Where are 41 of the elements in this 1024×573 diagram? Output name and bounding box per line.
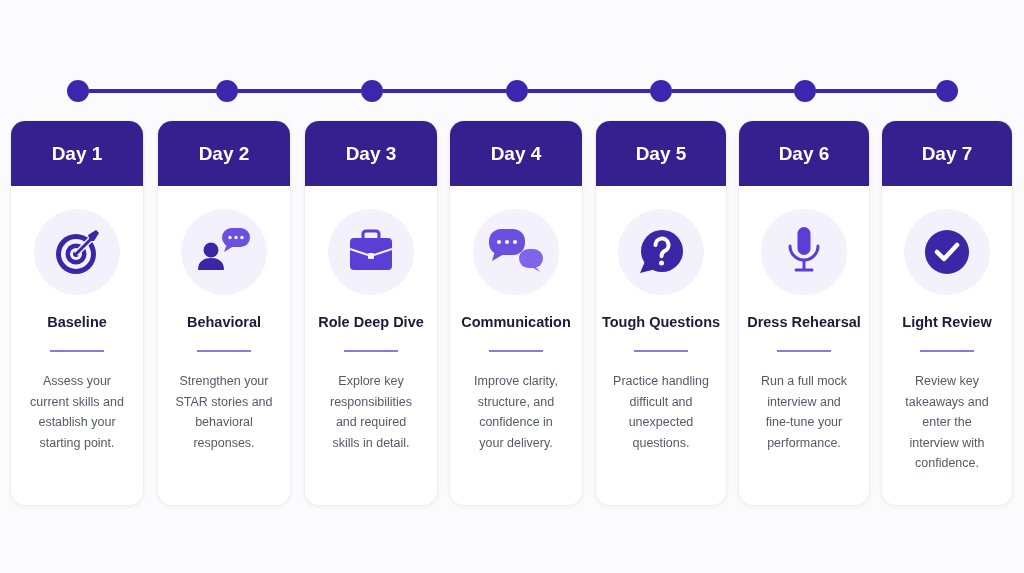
day-label: Day 1 <box>51 142 103 165</box>
day-label: Day 6 <box>778 142 830 165</box>
timeline-line <box>238 89 361 93</box>
timeline-dot <box>216 80 238 102</box>
day-card <box>882 121 1012 505</box>
day-card <box>739 121 869 505</box>
step-title: Dress Rehearsal <box>747 313 861 331</box>
timeline-line <box>89 89 216 93</box>
step-title: Baseline <box>47 313 107 331</box>
step-description: Run a full mock interview and fine-tune your performance. <box>759 373 849 452</box>
step-title: Role Deep Dive <box>318 313 424 331</box>
day-label: Day 2 <box>198 142 250 165</box>
day-label: Day 5 <box>635 142 687 165</box>
timeline-line <box>383 89 506 93</box>
day-card <box>11 121 143 505</box>
timeline-dot <box>506 80 528 102</box>
day-label: Day 7 <box>921 142 973 165</box>
timeline-line <box>528 89 650 93</box>
step-description: Assess your current skills and establish your starting point. <box>29 373 125 452</box>
step-description: Explore key responsibilities and required skills in detail. <box>329 373 413 452</box>
day-card <box>450 121 582 505</box>
step-description: Strengthen your STAR stories and behavioral responses. <box>174 373 274 452</box>
step-title: Tough Questions <box>601 313 721 331</box>
step-description: Review key takeaways and enter the interview with confidence. <box>904 373 990 472</box>
timeline-line <box>816 89 936 93</box>
timeline-dot <box>794 80 816 102</box>
timeline-line <box>672 89 794 93</box>
timeline-dot <box>936 80 958 102</box>
timeline-dot <box>650 80 672 102</box>
step-description: Improve clarity, structure, and confidence in your delivery. <box>473 373 559 452</box>
day-label: Day 3 <box>345 142 397 165</box>
step-description: Practice handling difficult and unexpected questions. <box>612 373 710 452</box>
day-label: Day 4 <box>490 142 542 165</box>
step-title: Communication <box>461 313 571 331</box>
day-card <box>305 121 437 505</box>
day-card <box>158 121 290 505</box>
day-card <box>596 121 726 505</box>
timeline-dot <box>361 80 383 102</box>
step-title: Behavioral <box>186 313 262 331</box>
step-title: Light Review <box>902 313 992 331</box>
timeline-dot <box>67 80 89 102</box>
